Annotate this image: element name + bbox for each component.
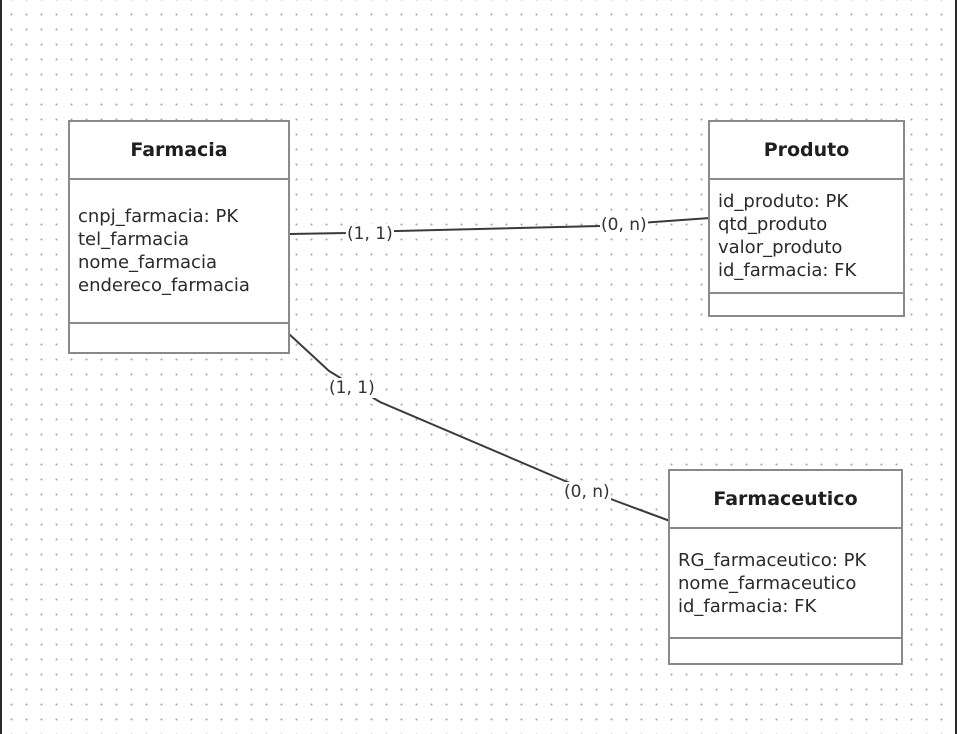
entity-methods-section xyxy=(710,292,903,317)
entity-attributes: RG_farmaceutico: PK nome_farmaceutico id… xyxy=(670,529,901,637)
attribute: id_farmacia: FK xyxy=(678,595,817,617)
attribute: id_farmacia: FK xyxy=(718,260,857,281)
entity-title: Produto xyxy=(710,122,903,180)
attribute: RG_farmaceutico: PK xyxy=(678,549,867,571)
entity-produto[interactable]: Produto id_produto: PK qtd_produto valor… xyxy=(708,120,905,317)
attribute: endereco_farmacia xyxy=(78,275,250,296)
cardinality-label: (0, n) xyxy=(563,482,611,502)
entity-title: Farmacia xyxy=(70,122,288,180)
entity-title: Farmaceutico xyxy=(670,471,901,529)
entity-farmacia[interactable]: Farmacia cnpj_farmacia: PK tel_farmacia … xyxy=(68,120,290,354)
attribute: valor_produto xyxy=(718,237,843,258)
cardinality-label: (1, 1) xyxy=(328,378,376,398)
attribute: nome_farmaceutico xyxy=(678,572,857,594)
cardinality-label: (1, 1) xyxy=(346,224,394,244)
attribute: qtd_produto xyxy=(718,214,828,235)
entity-attributes: id_produto: PK qtd_produto valor_produto… xyxy=(710,180,903,292)
entity-methods-section xyxy=(670,637,901,665)
attribute: tel_farmacia xyxy=(78,229,190,250)
entity-farmaceutico[interactable]: Farmaceutico RG_farmaceutico: PK nome_fa… xyxy=(668,469,903,665)
entity-attributes: cnpj_farmacia: PK tel_farmacia nome_farm… xyxy=(70,180,288,322)
attribute: cnpj_farmacia: PK xyxy=(78,206,239,227)
attribute: id_produto: PK xyxy=(718,191,849,212)
relationship-line-farmacia-farmaceutico[interactable] xyxy=(288,333,671,522)
cardinality-label: (0, n) xyxy=(600,215,648,235)
attribute: nome_farmacia xyxy=(78,252,217,273)
entity-methods-section xyxy=(70,322,288,354)
